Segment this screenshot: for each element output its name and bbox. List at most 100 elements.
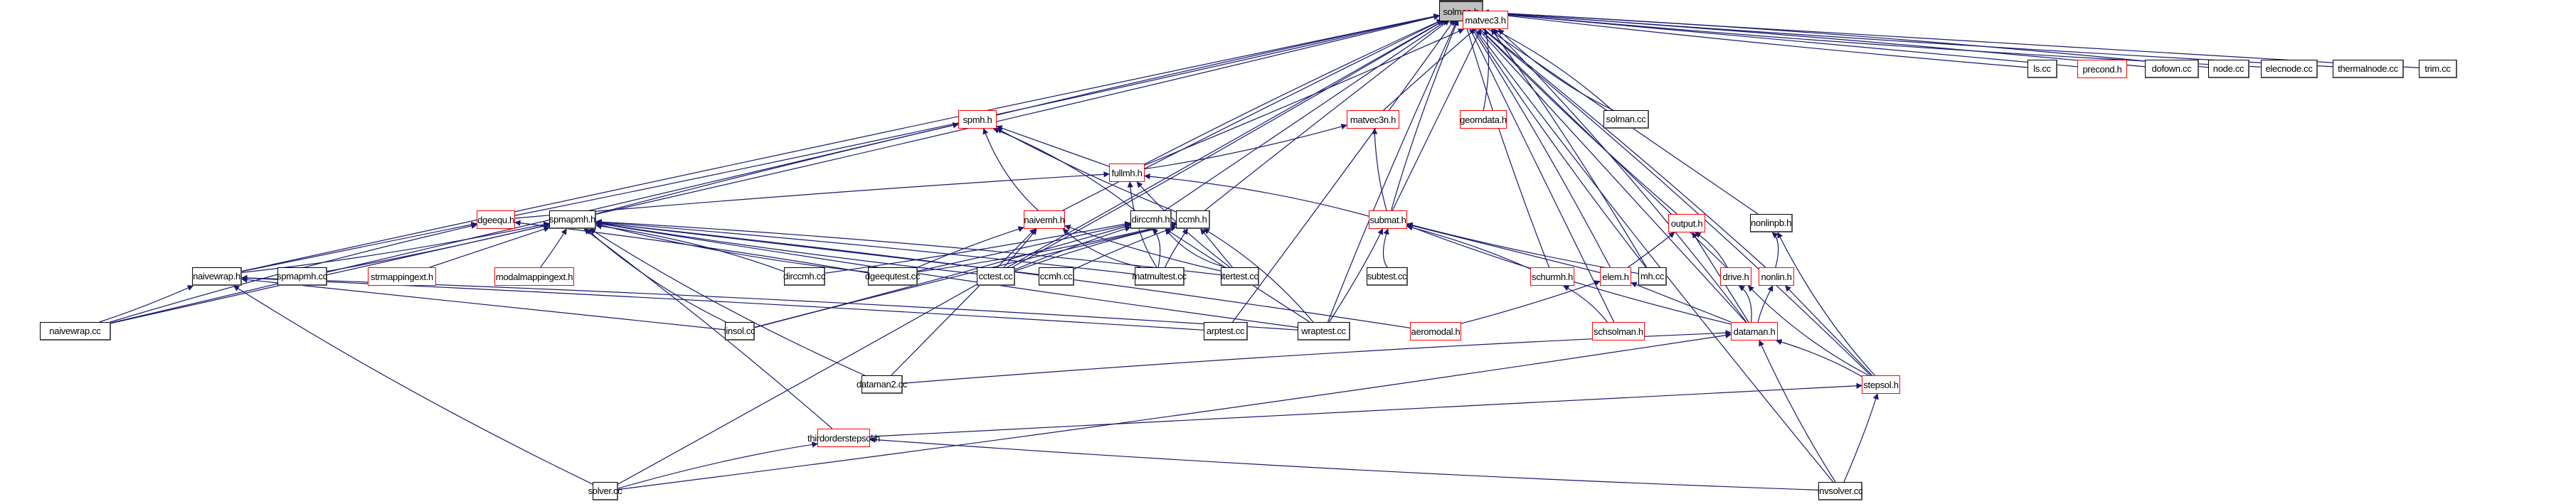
node-precond-h[interactable]: precond.h <box>2077 60 2127 78</box>
node-dofown-cc[interactable]: dofown.cc <box>2145 60 2199 78</box>
node-schsolman-h[interactable]: schsolman.h <box>1592 322 1645 341</box>
edge-cctest-cc-to-dirccmh-h <box>1014 225 1131 270</box>
edge-matmultest-cc-to-naivemh-h <box>1062 228 1141 268</box>
node-solman-cc[interactable]: solman.cc <box>1604 110 1649 129</box>
edge-strmappingext-h-to-spmapmh-h <box>429 226 550 268</box>
edge-solver-cc-to-solman-h <box>618 19 1446 485</box>
node-arptest-cc[interactable]: arptest.cc <box>1204 322 1248 341</box>
edge-naivewrap-cc-to-naivewrap-h <box>99 285 194 323</box>
node-node-cc[interactable]: node.cc <box>2208 60 2249 78</box>
node-ccmh-h[interactable]: ccmh.h <box>1176 210 1210 229</box>
edge-schurmh-h-to-submat-h <box>1406 225 1531 269</box>
edge-schurmh-h-to-solman-h <box>1463 19 1550 268</box>
edge-ls-cc-to-solman-h <box>1483 10 2028 68</box>
node-strmappingext-h[interactable]: strmappingext.h <box>368 267 436 286</box>
edge-trim-cc-to-solman-h <box>1483 9 2419 68</box>
node-subtest-cc[interactable]: subtest.cc <box>1367 267 1408 286</box>
edge-thirdorderstepsol-h-to-spmapmh-h <box>583 228 833 429</box>
edge-fullmh-h-to-matvec3-h <box>1144 28 1465 166</box>
node-ccmh-cc[interactable]: ccmh.cc <box>1039 267 1074 286</box>
edge-naivewrap-h-to-dgeequ-h <box>241 221 477 272</box>
edge-dataman-h-to-matvec3-h <box>1493 28 1747 323</box>
node-aeromodal-h[interactable]: aeromodal.h <box>1410 322 1461 341</box>
edge-dgeequtest-cc-to-naivemh-h <box>917 226 1024 268</box>
node-matvec3n-h[interactable]: matvec3n.h <box>1347 110 1399 129</box>
edge-linsol-cc-to-spmapmh-h <box>585 228 726 323</box>
edge-naivemh-h-to-spmh-h <box>982 128 1039 211</box>
edge-solver-cc-to-dataman-h <box>618 332 1732 490</box>
edge-mh-cc-to-matvec3-h <box>1490 28 1648 268</box>
edge-geomdata-h-to-matvec3-h <box>1483 28 1490 111</box>
edge-stepsol-h-to-dataman-h <box>1776 339 1862 377</box>
node-solver-cc[interactable]: solver.cc <box>588 482 622 500</box>
edge-itertest-cc-to-dirccmh-h <box>1165 228 1226 268</box>
edge-solver-cc-to-thirdorderstepsol-h <box>618 441 818 489</box>
node-spmapmh-h[interactable]: spmapmh.h <box>549 210 596 229</box>
edge-dataman-h-to-nonlin-h <box>1757 285 1774 323</box>
node-naivemh-h[interactable]: naivemh.h <box>1024 210 1065 229</box>
node-submat-h[interactable]: submat.h <box>1369 210 1407 229</box>
edge-arptest-cc-to-solman-h <box>1232 19 1455 323</box>
edge-naivemh-h-to-solman-h <box>1062 19 1443 211</box>
edge-matvec3n-h-to-matvec3-h <box>1383 28 1475 111</box>
node-naivewrap-cc[interactable]: naivewrap.cc <box>40 322 111 341</box>
node-matvec3-h[interactable]: matvec3.h <box>1463 11 1508 29</box>
node-dirccmh-h[interactable]: dirccmh.h <box>1130 210 1172 229</box>
node-ls-cc[interactable]: ls.cc <box>2028 60 2057 78</box>
edge-dgeequtest-cc-to-dirccmh-h <box>917 222 1131 272</box>
node-schurmh-h[interactable]: schurmh.h <box>1530 267 1574 286</box>
edge-dgeequtest-cc-to-ccmh-h <box>917 221 1177 272</box>
edge-fullmh-h-to-solman-h <box>1144 19 1443 165</box>
node-drive-h[interactable]: drive.h <box>1720 267 1751 286</box>
node-dgeequ-h[interactable]: dgeequ.h <box>477 210 515 229</box>
node-fullmh-h[interactable]: fullmh.h <box>1109 163 1145 182</box>
node-itertest-cc[interactable]: itertest.cc <box>1221 267 1259 286</box>
node-nonlinpb-h[interactable]: nonlinpb.h <box>1750 214 1793 232</box>
edge-drive-h-to-output-h <box>1695 232 1728 268</box>
edge-dirccmh-cc-to-spmapmh-h <box>595 223 785 272</box>
edge-stepsol-h-to-solman-h <box>1470 19 1871 376</box>
node-stepsol-h[interactable]: stepsol.h <box>1862 375 1900 394</box>
edge-submat-h-to-matvec3-h <box>1392 28 1482 211</box>
node-elecnode-cc[interactable]: elecnode.cc <box>2261 60 2318 78</box>
edge-dirccmh-h-to-solman-h <box>1164 19 1448 211</box>
edge-fullmh-h-to-matvec3n-h <box>1144 123 1347 170</box>
node-trim-cc[interactable]: trim.cc <box>2419 60 2457 78</box>
node-dirccmh-cc[interactable]: dirccmh.cc <box>783 267 825 286</box>
edge-dirccmh-cc-to-dirccmh-h <box>825 221 1131 274</box>
node-dgeequtest-cc[interactable]: dgeequtest.cc <box>865 267 920 286</box>
node-dataman2-cc[interactable]: dataman2.cc <box>857 375 907 394</box>
edge-linsol-cc-to-naivewrap-h <box>241 277 726 331</box>
node-cctest-cc[interactable]: cctest.cc <box>977 267 1015 286</box>
node-modalmappingext-h[interactable]: modalmappingext.h <box>494 267 574 286</box>
node-naivewrap-h[interactable]: naivewrap.h <box>192 267 242 286</box>
edge-cctest-cc-to-spmapmh-h <box>595 220 977 274</box>
edge-stepsol-h-to-drive-h <box>1747 285 1869 376</box>
node-wraptest-cc[interactable]: wraptest.cc <box>1298 322 1350 341</box>
edge-fullmh-h-to-spmh-h <box>996 125 1110 167</box>
node-geomdata-h[interactable]: geomdata.h <box>1460 110 1507 129</box>
node-thermalnode-cc[interactable]: thermalnode.cc <box>2333 60 2404 78</box>
node-matmultest-cc[interactable]: matmultest.cc <box>1132 267 1187 286</box>
edge-invsolver-cc-to-stepsol-h <box>1843 393 1879 483</box>
node-output-h[interactable]: output.h <box>1668 214 1705 232</box>
node-spmapmh-cc[interactable]: spmapmh.cc <box>277 267 327 286</box>
edge-ccmh-h-to-spmh-h <box>996 128 1177 213</box>
edge-wraptest-cc-to-submat-h <box>1328 228 1384 323</box>
edge-solman-cc-to-solman-h <box>1474 19 1613 111</box>
node-dataman-h[interactable]: dataman.h <box>1731 322 1778 341</box>
edge-dgeequtest-cc-to-spmapmh-h <box>595 222 869 273</box>
node-nonlin-h[interactable]: nonlin.h <box>1759 267 1794 286</box>
edge-aeromodal-h-to-elem-h <box>1461 280 1601 324</box>
edge-submat-h-to-fullmh-h <box>1144 173 1369 217</box>
edge-cctest-cc-to-solman-h <box>1012 19 1446 268</box>
edge-naivewrap-h-to-solman-h <box>241 14 1440 272</box>
edge-matmultest-cc-to-dirccmh-h <box>1152 228 1161 268</box>
node-elem-h[interactable]: elem.h <box>1600 267 1631 286</box>
node-invsolver-cc[interactable]: invsolver.cc <box>1818 482 1863 500</box>
node-linsol-cc[interactable]: linsol.cc <box>724 322 756 341</box>
node-mh-cc[interactable]: mh.cc <box>1638 267 1667 286</box>
node-spmh-h[interactable]: spmh.h <box>958 110 997 129</box>
node-thirdorderstepsol-h[interactable]: thirdorderstepsol.h <box>807 429 880 447</box>
